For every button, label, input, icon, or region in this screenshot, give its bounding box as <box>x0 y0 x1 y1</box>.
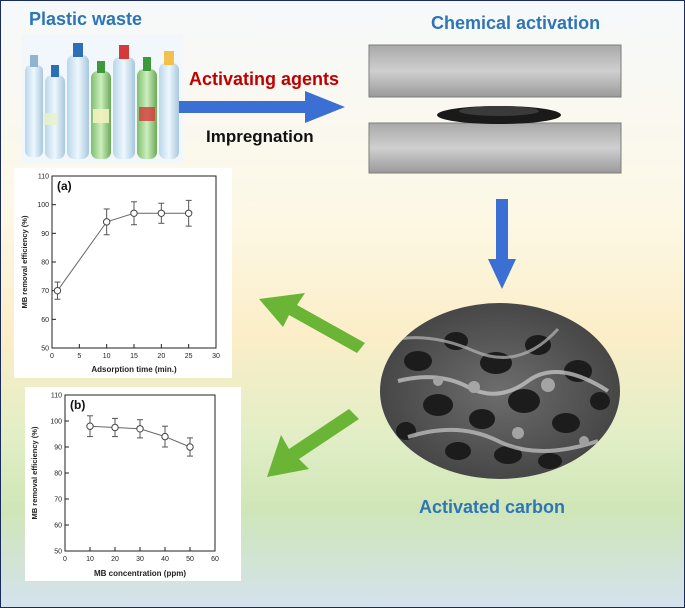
x-tick-label: 20 <box>157 353 165 360</box>
x-tick-label: 10 <box>86 556 94 563</box>
chemical-activation-title: Chemical activation <box>431 13 601 33</box>
x-tick-label: 5 <box>77 353 81 360</box>
y-tick-label: 100 <box>50 419 62 426</box>
y-tick-label: 100 <box>37 202 49 209</box>
y-tick-label: 50 <box>54 549 62 556</box>
data-point <box>136 425 144 433</box>
green-arrow-to-chart-b <box>267 409 359 477</box>
plot-frame <box>64 394 216 552</box>
y-axis-label: MB removal efficiency (%) <box>30 426 39 519</box>
data-point <box>86 422 94 430</box>
data-point <box>157 209 166 217</box>
activation-down-arrow <box>488 199 516 289</box>
y-tick-label: 70 <box>54 497 62 504</box>
data-point <box>161 432 169 441</box>
x-axis-label: Adsorption time (min.) <box>91 365 177 374</box>
y-tick-label: 90 <box>54 445 62 452</box>
x-tick-label: 40 <box>161 556 169 563</box>
data-point <box>186 443 194 451</box>
data-point <box>111 423 119 432</box>
y-tick-label: 90 <box>41 231 49 238</box>
y-axis-label: MB removal efficiency (%) <box>20 215 29 308</box>
y-tick-label: 110 <box>38 174 49 181</box>
impregnation-label: Impregnation <box>206 127 314 146</box>
y-tick-label: 50 <box>41 346 49 353</box>
chart-b: 0 10 20 30 40 50 60 50 60 70 80 90 100 110 MB concentr… <box>30 393 219 579</box>
data-point <box>53 286 62 295</box>
panel-label: (a) <box>57 179 72 193</box>
x-tick-label: 0 <box>63 556 67 563</box>
activated-carbon-title: Activated carbon <box>419 497 566 517</box>
plastic-waste-title: Plastic waste <box>29 9 143 29</box>
chart-b-panel: 0 10 20 30 40 50 60 50 60 70 80 90 100 110 MB concentr… <box>25 387 241 581</box>
chemical-activation-press-image <box>368 44 622 174</box>
impregnation-arrow <box>179 91 345 123</box>
activated-carbon-sem-image <box>380 303 620 479</box>
x-tick-label: 20 <box>111 556 119 563</box>
data-point <box>102 218 111 226</box>
x-tick-label: 30 <box>212 353 220 360</box>
y-tick-label: 110 <box>51 393 62 400</box>
x-axis-label: MB concentration (ppm) <box>94 569 186 578</box>
activating-agents-label: Activating agents <box>189 69 340 89</box>
x-tick-label: 10 <box>103 353 111 360</box>
y-tick-label: 60 <box>41 317 49 324</box>
y-tick-label: 80 <box>54 471 62 478</box>
x-tick-label: 30 <box>136 556 144 563</box>
x-tick-label: 50 <box>186 556 194 563</box>
x-tick-label: 25 <box>185 353 193 360</box>
y-tick-label: 80 <box>41 260 49 267</box>
x-tick-label: 15 <box>130 353 138 360</box>
y-tick-label: 60 <box>54 523 62 530</box>
green-arrow-to-chart-a <box>259 293 365 353</box>
series-line <box>57 212 189 291</box>
x-tick-label: 0 <box>50 353 54 360</box>
y-tick-label: 70 <box>41 288 49 295</box>
data-point <box>130 209 138 217</box>
panel-label: (b) <box>70 398 85 412</box>
plastic-bottles-image <box>21 35 183 163</box>
data-point <box>184 209 193 217</box>
x-tick-label: 60 <box>211 556 219 563</box>
